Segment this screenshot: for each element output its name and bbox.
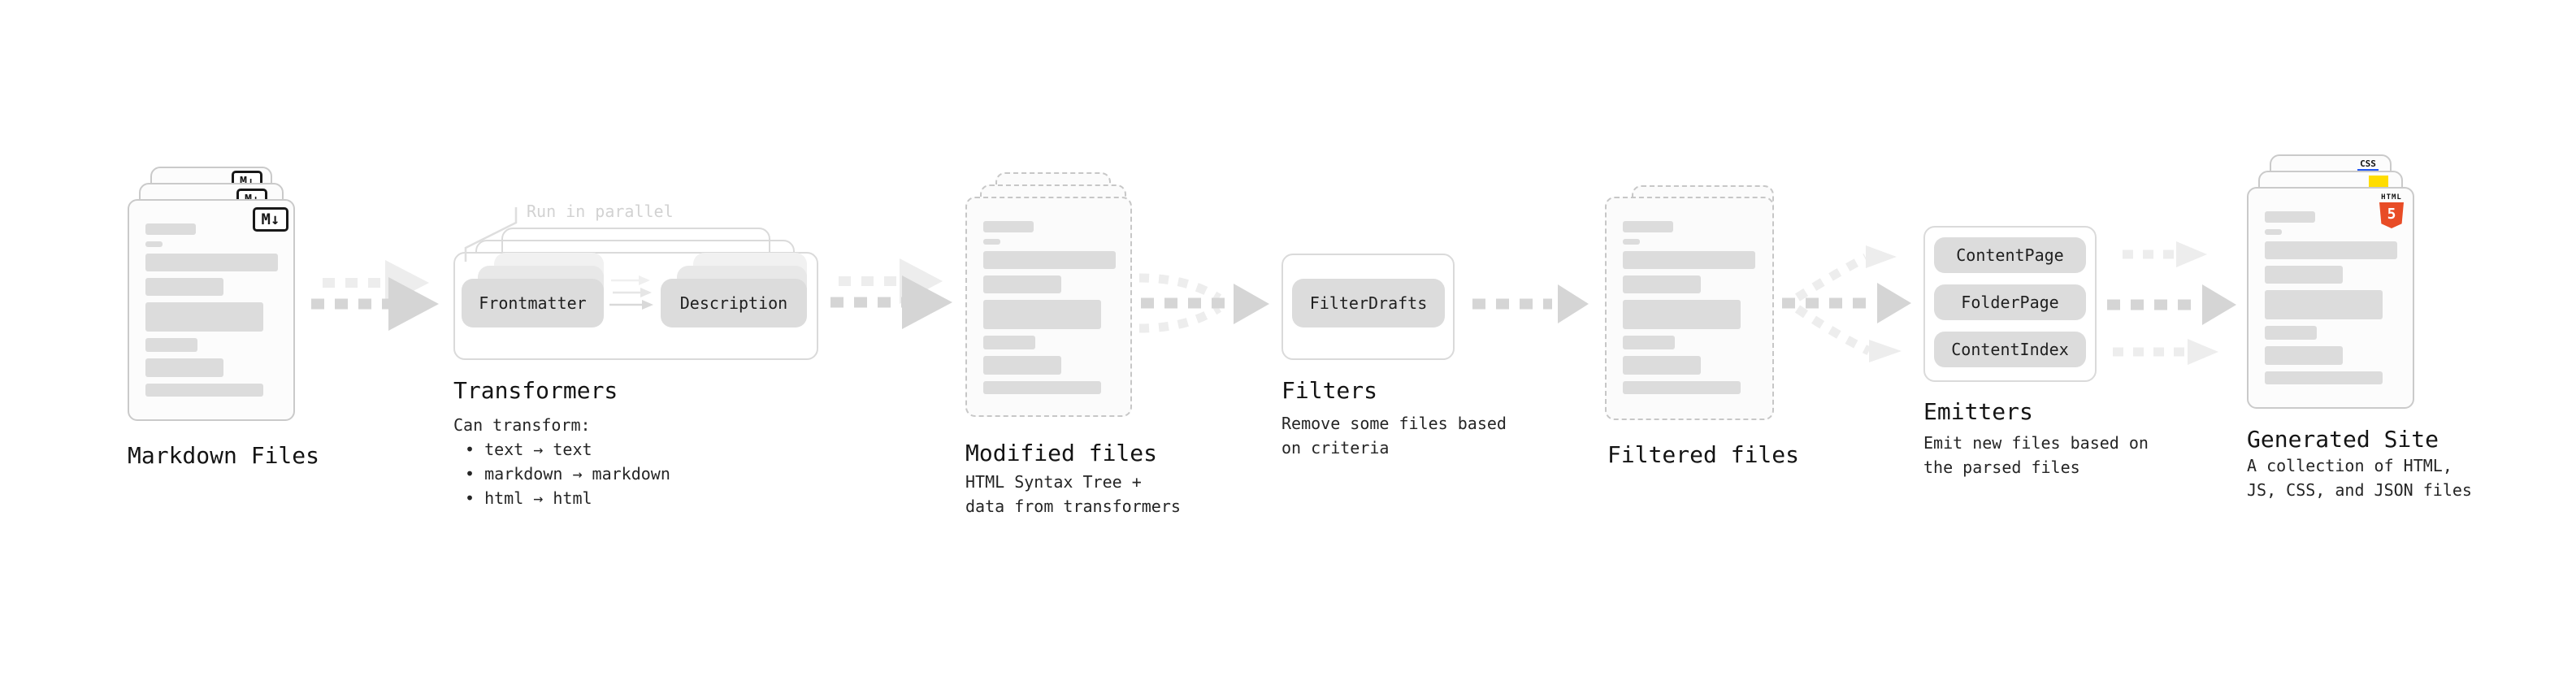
run-in-parallel-annotation: Run in parallel <box>527 202 674 221</box>
file-card-front: M↓ <box>128 199 295 421</box>
file-card-front <box>1605 197 1774 420</box>
markdown-icon: M↓ <box>253 207 288 232</box>
text-placeholder-bar <box>983 239 1000 245</box>
emitter-pill-folderpage: FolderPage <box>1934 284 2086 320</box>
transformer-pill-description: Description <box>661 279 807 327</box>
text-placeholder-bar <box>983 381 1101 394</box>
text-placeholder-bar <box>1623 381 1741 394</box>
description-line: Emit new files based on <box>1923 433 2149 453</box>
node-title: Filters <box>1281 377 1378 404</box>
document-content-placeholder <box>2265 211 2401 391</box>
text-placeholder-bar <box>145 254 278 271</box>
text-placeholder-bar <box>983 251 1116 269</box>
text-placeholder-bar <box>145 384 263 397</box>
text-placeholder-bar <box>145 302 263 332</box>
transformer-pill-frontmatter: Frontmatter <box>462 279 604 327</box>
description-line: A collection of HTML, <box>2247 456 2452 475</box>
description-line: Remove some files based <box>1281 414 1507 433</box>
text-placeholder-bar <box>983 221 1034 232</box>
node-description: Emit new files based on the parsed files <box>1923 431 2149 479</box>
text-placeholder-bar <box>983 356 1061 375</box>
text-placeholder-bar <box>2265 211 2315 223</box>
text-placeholder-bar <box>145 338 197 352</box>
node-description: A collection of HTML, JS, CSS, and JSON … <box>2247 453 2472 502</box>
text-placeholder-bar <box>2265 266 2343 284</box>
text-placeholder-bar <box>145 278 223 296</box>
node-title: Generated Site <box>2247 426 2439 453</box>
text-placeholder-bar <box>983 275 1061 293</box>
text-placeholder-bar <box>2265 371 2383 384</box>
text-placeholder-bar <box>1623 275 1701 293</box>
file-card-front <box>965 197 1132 417</box>
document-content-placeholder <box>983 221 1119 401</box>
emitter-pill-contentindex: ContentIndex <box>1934 332 2086 367</box>
emitter-pill-contentpage: ContentPage <box>1934 237 2086 273</box>
node-title: Markdown Files <box>128 442 320 469</box>
html5-icon-word: HTML <box>2381 193 2402 202</box>
text-placeholder-bar <box>983 336 1035 349</box>
text-placeholder-bar <box>1623 251 1755 269</box>
text-placeholder-bar <box>1623 221 1673 232</box>
description-line: data from transformers <box>965 497 1181 516</box>
filter-pill-filterdrafts: FilterDrafts <box>1292 279 1445 327</box>
document-content-placeholder <box>145 223 282 403</box>
node-description: Can transform: • text → text • markdown … <box>453 413 670 510</box>
file-card-front: HTML 5 <box>2247 187 2414 409</box>
description-line: the parsed files <box>1923 458 2080 477</box>
text-placeholder-bar <box>1623 356 1701 375</box>
description-line: on criteria <box>1281 438 1390 458</box>
text-placeholder-bar <box>145 241 163 247</box>
text-placeholder-bar <box>2265 229 2282 235</box>
css-icon-label: CSS <box>2360 158 2376 169</box>
node-title: Transformers <box>453 377 618 404</box>
text-placeholder-bar <box>2265 346 2343 365</box>
node-description: Remove some files based on criteria <box>1281 411 1507 460</box>
text-placeholder-bar <box>2265 290 2383 319</box>
node-description: HTML Syntax Tree + data from transformer… <box>965 470 1181 518</box>
node-title: Emitters <box>1923 398 2033 425</box>
text-placeholder-bar <box>1623 300 1741 329</box>
text-placeholder-bar <box>1623 336 1675 349</box>
document-content-placeholder <box>1623 221 1761 401</box>
text-placeholder-bar <box>1623 239 1640 245</box>
bullet-line: • markdown → markdown <box>465 464 670 484</box>
text-placeholder-bar <box>2265 241 2397 259</box>
description-line: JS, CSS, and JSON files <box>2247 480 2472 500</box>
html5-icon-shield: 5 <box>2379 202 2404 228</box>
html5-icon: HTML 5 <box>2378 193 2405 228</box>
note-line: Can transform: <box>453 415 591 435</box>
text-placeholder-bar <box>2265 326 2317 340</box>
node-title: Filtered files <box>1607 441 1800 468</box>
bullet-line: • html → html <box>465 488 592 508</box>
bullet-line: • text → text <box>465 440 592 459</box>
text-placeholder-bar <box>145 358 223 377</box>
text-placeholder-bar <box>145 223 196 235</box>
description-line: HTML Syntax Tree + <box>965 472 1142 492</box>
text-placeholder-bar <box>983 300 1101 329</box>
node-title: Modified files <box>965 440 1158 466</box>
